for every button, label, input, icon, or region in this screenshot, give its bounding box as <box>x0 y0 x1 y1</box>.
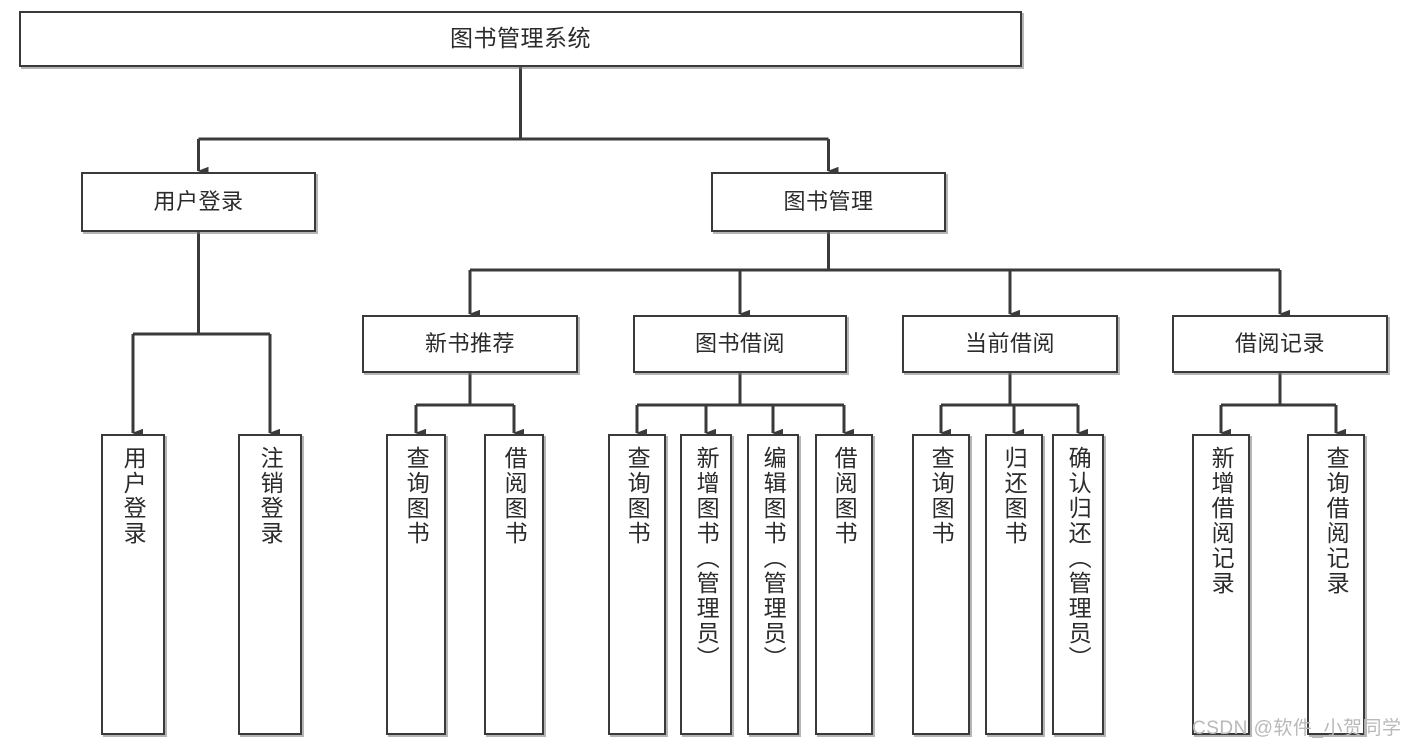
node-label: 查询借阅记录 <box>1323 446 1350 596</box>
node-new-book-rec[interactable]: 新书推荐 <box>362 315 578 373</box>
node-current-borrow[interactable]: 当前借阅 <box>902 315 1118 373</box>
node-label: 用户登录 <box>120 446 147 546</box>
node-book-borrow[interactable]: 图书借阅 <box>633 315 847 373</box>
node-label: 新书推荐 <box>424 331 515 357</box>
node-label: 查询图书 <box>624 446 651 546</box>
node-borrow-record[interactable]: 借阅记录 <box>1172 315 1388 373</box>
node-leaf-user-login[interactable]: 用户登录 <box>101 434 165 735</box>
node-leaf-bb-edit[interactable]: 编辑图书（管理员） <box>747 434 799 735</box>
node-user-login[interactable]: 用户登录 <box>81 172 316 232</box>
node-label: 图书管理系统 <box>450 25 591 52</box>
node-book-manage[interactable]: 图书管理 <box>711 172 946 232</box>
node-leaf-rec-borrow[interactable]: 借阅图书 <box>484 434 544 735</box>
node-label: 借阅记录 <box>1234 331 1325 357</box>
node-leaf-bb-query[interactable]: 查询图书 <box>608 434 666 735</box>
node-label: 查询图书 <box>928 446 955 546</box>
node-leaf-cb-confirm[interactable]: 确认归还（管理员） <box>1052 434 1104 735</box>
node-leaf-br-query[interactable]: 查询借阅记录 <box>1307 434 1365 735</box>
node-leaf-cb-query[interactable]: 查询图书 <box>912 434 970 735</box>
node-label: 借阅图书 <box>831 446 858 546</box>
node-label: 确认归还（管理员） <box>1065 446 1092 671</box>
node-label: 用户登录 <box>153 189 244 215</box>
node-leaf-cb-return[interactable]: 归还图书 <box>985 434 1043 735</box>
node-root[interactable]: 图书管理系统 <box>19 11 1022 67</box>
node-leaf-bb-add[interactable]: 新增图书（管理员） <box>680 434 732 735</box>
node-label: 新增图书（管理员） <box>693 446 720 671</box>
node-label: 图书管理 <box>783 189 874 215</box>
node-label: 查询图书 <box>403 446 430 546</box>
node-leaf-bb-borrow[interactable]: 借阅图书 <box>815 434 873 735</box>
node-label: 归还图书 <box>1001 446 1028 546</box>
node-label: 图书借阅 <box>694 331 785 357</box>
node-label: 借阅图书 <box>501 446 528 546</box>
node-label: 注销登录 <box>257 446 284 546</box>
node-leaf-rec-query[interactable]: 查询图书 <box>386 434 446 735</box>
node-leaf-br-add[interactable]: 新增借阅记录 <box>1192 434 1250 735</box>
node-label: 新增借阅记录 <box>1208 446 1235 596</box>
node-leaf-user-logout[interactable]: 注销登录 <box>238 434 302 735</box>
node-label: 编辑图书（管理员） <box>760 446 787 671</box>
node-label: 当前借阅 <box>964 331 1055 357</box>
